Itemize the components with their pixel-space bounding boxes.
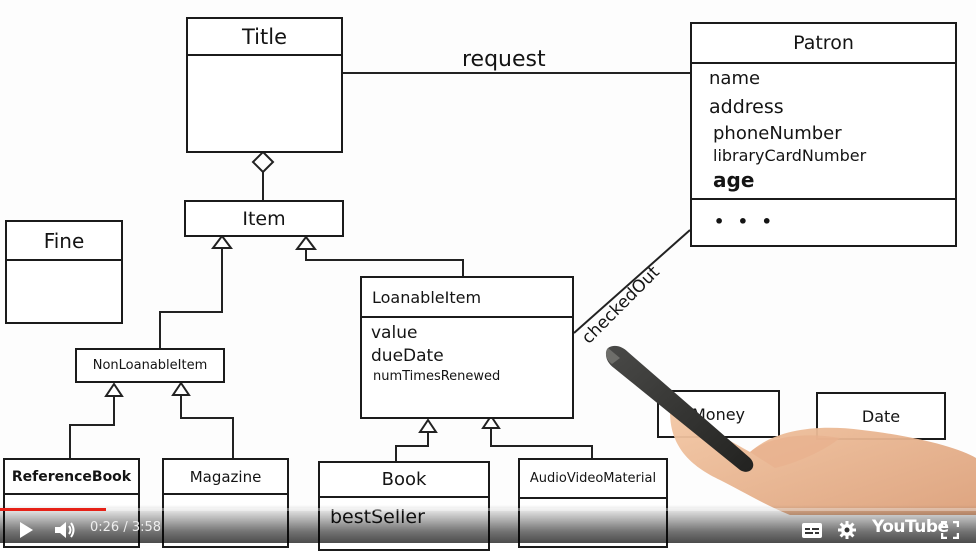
patron-operations-divider	[692, 198, 955, 200]
fullscreen-button[interactable]	[938, 518, 962, 542]
audio-video-material-class-name: AudioVideoMaterial	[520, 460, 666, 499]
patron-attr-phonenumber: phoneNumber	[713, 123, 842, 144]
reference-book-class-name: ReferenceBook	[5, 460, 138, 495]
referencebook-generalization-line	[69, 395, 115, 460]
nonloanable-generalization-arrow	[211, 234, 233, 249]
magazine-generalization-arrow	[171, 381, 191, 396]
loanable-generalization-line	[305, 248, 464, 276]
play-icon	[20, 522, 33, 538]
progress-bar-fill	[0, 508, 107, 511]
patron-attr-librarycardnumber: libraryCardNumber	[713, 146, 867, 165]
patron-attr-age: age	[713, 168, 755, 192]
settings-icon	[838, 521, 856, 539]
volume-button[interactable]	[52, 518, 78, 542]
fine-class-name: Fine	[7, 222, 121, 261]
checkedout-association-line	[573, 229, 691, 334]
loanable-item-class: LoanableItem value dueDate numTimesRenew…	[360, 276, 574, 419]
loanable-item-attr-duedate: dueDate	[371, 346, 444, 366]
non-loanable-item-class-name: NonLoanableItem	[92, 358, 208, 373]
patron-class-name: Patron	[692, 24, 955, 64]
fine-class: Fine	[5, 220, 123, 324]
patron-attr-address: address	[709, 96, 784, 118]
date-class-name: Date	[861, 406, 901, 426]
play-button[interactable]	[14, 518, 38, 542]
item-class-name: Item	[242, 207, 286, 230]
title-class: Title	[186, 17, 343, 153]
time-display: 0:26 / 3:58	[90, 520, 162, 535]
captions-icon	[802, 522, 822, 538]
volume-icon	[55, 522, 75, 538]
patron-class: Patron name address phoneNumber libraryC…	[690, 22, 957, 247]
patron-operations-ellipsis: • • •	[714, 212, 776, 231]
magazine-class-name: Magazine	[164, 460, 287, 495]
loanable-item-class-name: LoanableItem	[362, 278, 572, 318]
audiovideo-generalization-arrow	[481, 414, 501, 429]
aggregation-diamond	[251, 150, 275, 174]
youtube-logo[interactable]: YouTube	[872, 517, 949, 537]
loanable-item-attr-numtimesrenewed: numTimesRenewed	[373, 369, 501, 384]
non-loanable-item-class: NonLoanableItem	[75, 348, 225, 383]
progress-bar[interactable]	[0, 508, 976, 511]
magazine-generalization-line	[180, 394, 234, 460]
hand-with-marker-image	[605, 345, 976, 515]
loanable-item-attr-value: value	[371, 323, 418, 343]
loanable-generalization-arrow	[295, 235, 317, 250]
book-generalization-arrow	[418, 418, 438, 433]
patron-attr-name: name	[709, 68, 761, 89]
settings-button[interactable]	[835, 518, 859, 542]
money-class-name: Money	[691, 404, 746, 424]
nonloanable-generalization-line	[159, 247, 223, 350]
book-class-name: Book	[320, 463, 488, 498]
fullscreen-icon	[941, 521, 959, 539]
item-class: Item	[184, 200, 344, 237]
request-association-label: request	[462, 47, 546, 72]
audiovideo-generalization-line	[490, 428, 593, 458]
referencebook-generalization-arrow	[104, 382, 124, 397]
title-class-name: Title	[188, 19, 341, 56]
captions-button[interactable]	[800, 519, 824, 541]
book-generalization-line	[395, 432, 429, 462]
